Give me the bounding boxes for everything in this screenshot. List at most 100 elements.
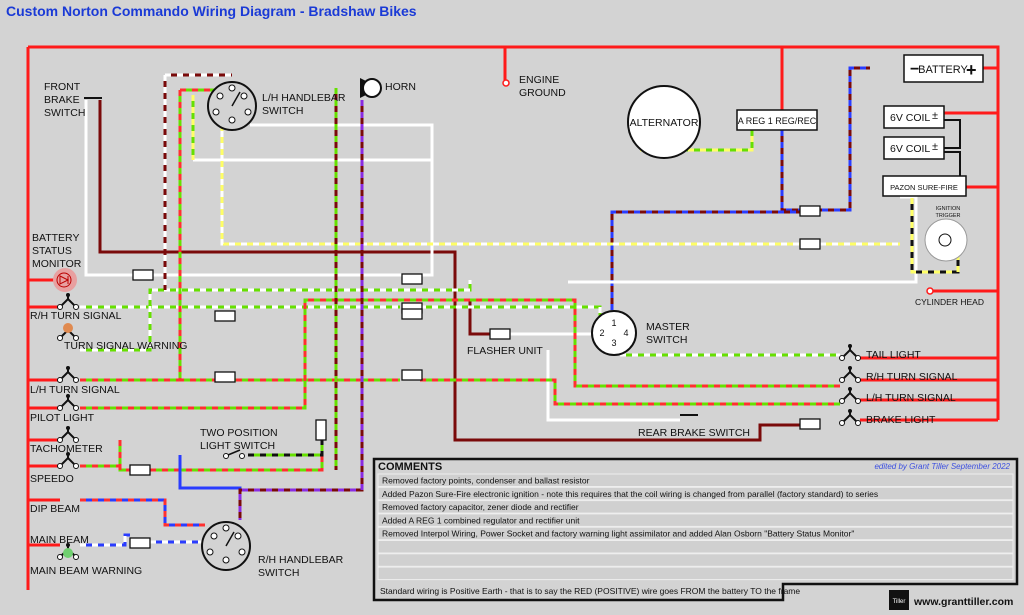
- wire-connector: [315, 419, 327, 441]
- svg-text:SWITCH: SWITCH: [258, 567, 299, 579]
- wire-connector: [214, 310, 236, 322]
- comment-row: [377, 500, 1014, 514]
- wire-tracer: [780, 66, 870, 212]
- wire: [163, 73, 232, 290]
- wire: [80, 280, 472, 352]
- svg-text:GROUND: GROUND: [519, 87, 566, 99]
- comment-row: [377, 473, 1014, 487]
- right-lamp-label: TAIL LIGHT: [866, 349, 921, 361]
- regulator-rectifier: A REG 1 REG/REC: [736, 109, 818, 131]
- wire-tracer: [80, 533, 205, 547]
- svg-text:L/H HANDLEBAR: L/H HANDLEBAR: [262, 92, 346, 104]
- left-lamp-label: DIP BEAM: [30, 503, 80, 515]
- svg-text:2: 2: [599, 328, 604, 338]
- svg-text:LIGHT SWITCH: LIGHT SWITCH: [200, 440, 275, 452]
- svg-text:ALTERNATOR: ALTERNATOR: [630, 117, 699, 129]
- wire-tracer: [238, 100, 364, 520]
- svg-text:SWITCH: SWITCH: [646, 334, 687, 346]
- lamp-icon: [57, 426, 79, 443]
- svg-text:IGNITION: IGNITION: [936, 206, 960, 212]
- wire: [98, 100, 800, 442]
- comments-panel: COMMENTS edited by Grant Tiller Septembe…: [372, 457, 1019, 602]
- wire: [238, 100, 364, 520]
- logo: Tiller www.granttiller.com: [889, 590, 1013, 610]
- svg-text:6V COIL: 6V COIL: [890, 143, 930, 155]
- svg-text:BRAKE: BRAKE: [44, 94, 80, 106]
- wire-tracer: [610, 210, 800, 310]
- wire-tracer: [178, 88, 215, 382]
- svg-text:A REG 1 REG/REC: A REG 1 REG/REC: [738, 116, 817, 126]
- ignition-trigger: IGNITION TRIGGER: [924, 206, 968, 262]
- battery-status-monitor: BATTERY STATUS MONITOR: [32, 232, 82, 292]
- wire-tracer: [910, 198, 960, 274]
- rear-brake-switch: REAR BRAKE SWITCH: [638, 414, 750, 439]
- comments-footer: Standard wiring is Positive Earth - that…: [380, 586, 800, 596]
- wire-tracer: [80, 298, 840, 410]
- left-lamp-label: MAIN BEAM WARNING: [30, 565, 142, 577]
- wire: [510, 195, 918, 336]
- right-lamp-label: BRAKE LIGHT: [866, 414, 936, 426]
- wire-connector: [214, 371, 236, 383]
- comments-heading: COMMENTS: [378, 461, 442, 473]
- svg-text:ENGINE: ENGINE: [519, 74, 559, 86]
- wire-connector: [799, 205, 821, 217]
- svg-text:CYLINDER HEAD: CYLINDER HEAD: [915, 297, 984, 307]
- lamp-icon: [57, 293, 79, 310]
- edited-by: edited by Grant Tiller September 2022: [874, 462, 1010, 471]
- flasher-unit-label: FLASHER UNIT: [467, 345, 543, 357]
- svg-text:STATUS: STATUS: [32, 245, 72, 257]
- svg-text:MONITOR: MONITOR: [32, 258, 82, 270]
- wire-tracer: [80, 498, 205, 527]
- lh-handlebar-switch: L/H HANDLEBAR SWITCH: [207, 81, 346, 131]
- left-lamp-label: PILOT LIGHT: [30, 412, 95, 424]
- wire: [178, 455, 242, 520]
- svg-text:SWITCH: SWITCH: [44, 107, 85, 119]
- lamp-icon: [57, 452, 79, 469]
- wire-tracer: [80, 378, 840, 406]
- svg-text:SWITCH: SWITCH: [262, 105, 303, 117]
- lamp-icon: [57, 366, 79, 383]
- cylinder-head-ground: CYLINDER HEAD: [915, 287, 984, 307]
- wire: [178, 88, 215, 382]
- ignition-coil-1: 6V COIL ±: [883, 105, 945, 129]
- wire: [610, 210, 800, 310]
- lamp-icon: [839, 409, 861, 426]
- wire-tracer: [80, 305, 602, 322]
- lamp-icon: [57, 543, 79, 560]
- svg-text:HORN: HORN: [385, 81, 416, 93]
- rh-handlebar-switch: R/H HANDLEBAR SWITCH: [201, 521, 344, 579]
- wires: [26, 45, 1000, 590]
- left-lamp-label: SPEEDO: [30, 473, 74, 485]
- left-lamp-label: R/H TURN SIGNAL: [30, 310, 122, 322]
- comment-text: Removed factory capacitor, zener diode a…: [382, 502, 579, 512]
- engine-ground: ENGINE GROUND: [502, 74, 566, 99]
- website: www.granttiller.com: [913, 596, 1013, 608]
- wire-connector: [799, 418, 821, 430]
- svg-text:REAR BRAKE SWITCH: REAR BRAKE SWITCH: [638, 427, 750, 439]
- svg-text:MASTER: MASTER: [646, 321, 690, 333]
- svg-text:3: 3: [611, 338, 616, 348]
- lamp-icon: [57, 394, 79, 411]
- wire-connector: [132, 269, 154, 281]
- alternator: ALTERNATOR: [627, 85, 701, 159]
- battery: − BATTERY +: [903, 54, 984, 83]
- wire-connector: [401, 369, 423, 381]
- svg-text:TRIGGER: TRIGGER: [935, 213, 960, 219]
- left-lamp-label: L/H TURN SIGNAL: [30, 384, 120, 396]
- wire-connector: [129, 464, 151, 476]
- wire-connector: [129, 537, 151, 549]
- lamp-icon: [839, 387, 861, 404]
- svg-text:+: +: [966, 60, 977, 80]
- svg-text:6V COIL: 6V COIL: [890, 112, 930, 124]
- comment-row: [377, 486, 1014, 501]
- svg-text:−: −: [910, 61, 919, 78]
- pazon-ignition: PAZON SURE-FIRE: [882, 175, 967, 197]
- comment-text: Added A REG 1 combined regulator and rec…: [382, 515, 580, 525]
- lamp-icon: [839, 366, 861, 383]
- left-lamp-label: MAIN BEAM: [30, 534, 89, 546]
- horn: HORN: [360, 78, 416, 98]
- left-lamp-label: TACHOMETER: [30, 443, 103, 455]
